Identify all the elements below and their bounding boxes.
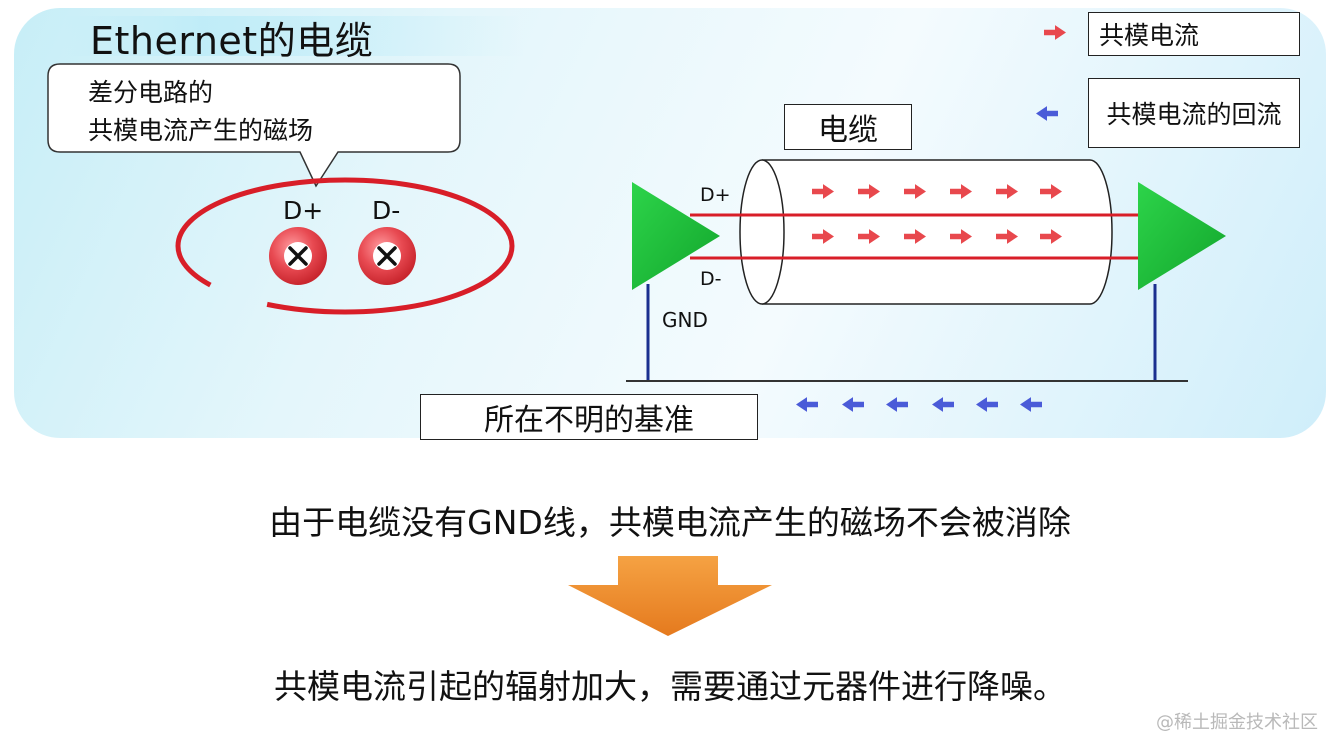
callout-bubble [47,63,461,188]
magnetic-field-loop [175,177,515,315]
cable-cylinder [762,159,1113,305]
legend-common-mode-icon [1044,25,1066,40]
receiver-triangle-icon [1138,182,1226,290]
conductor-minus-label: D- [372,196,401,225]
cable-label: 电缆 [818,113,878,148]
statement-text: 由于电缆没有GND线，共模电流产生的磁场不会被消除 [269,503,1071,542]
reference-label: 所在不明的基准 [484,403,694,438]
conductor-plus-label: D+ [283,196,324,225]
arrow-left-icon [886,397,908,412]
callout-line-1: 差分电路的 [88,78,214,107]
title-highlight [64,16,524,56]
down-arrow-icon [568,556,772,636]
wire-plus-label: D+ [700,184,731,206]
wire-minus-label: D- [700,268,722,290]
legend-return-label: 共模电流的回流 [1106,100,1282,129]
cable-front-end [739,159,785,305]
legend-common-mode: 共模电流 [1088,12,1300,56]
conductor-minus-icon [358,227,416,285]
legend-common-mode-label: 共模电流 [1099,21,1200,50]
conclusion-text: 共模电流引起的辐射加大，需要通过元器件进行降噪。 [274,667,1066,706]
callout-line-2: 共模电流产生的磁场 [88,116,314,145]
arrow-left-icon [796,397,818,412]
conductor-plus-icon [269,227,327,285]
arrow-left-icon [932,397,954,412]
reference-label-box: 所在不明的基准 [420,394,758,440]
driver-triangle-icon [632,182,720,290]
watermark: @稀土掘金技术社区 [1156,712,1318,733]
legend-return: 共模电流的回流 [1088,78,1300,148]
callout-text: 差分电路的 共模电流产生的磁场 [88,74,313,150]
arrow-left-icon [976,397,998,412]
ground-label: GND [662,308,708,332]
arrow-left-icon [842,397,864,412]
arrow-left-icon [1020,397,1042,412]
cable-label-box: 电缆 [784,104,912,150]
page-title: Ethernet的电缆 [90,19,374,63]
return-arrows [796,397,1042,412]
legend-return-icon [1036,106,1058,121]
